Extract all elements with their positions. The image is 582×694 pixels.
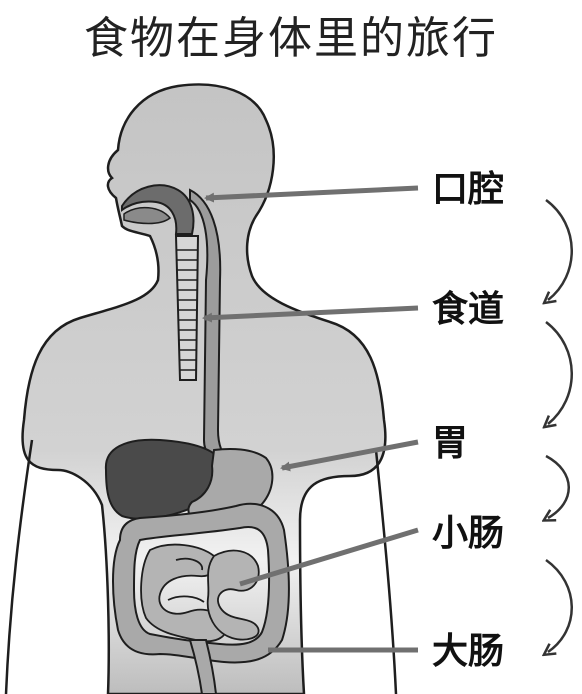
label-mouth: 口腔 [432,169,505,210]
arrow-to-mouth [204,185,419,203]
oral-cavity [121,184,195,235]
arrow-to-small-intestine [239,527,419,587]
label-esophagus: 食道 [432,289,505,330]
right-arm-line [374,449,398,694]
trachea [174,235,200,381]
small-intestine [140,543,260,643]
sequence-arrow-3 [546,454,570,518]
sequence-arrow-2 [546,321,573,424]
arrow-to-esophagus [202,305,419,323]
left-arm-line [4,439,34,694]
body-silhouette [0,470,120,694]
rectum [188,639,218,694]
tongue [123,206,172,225]
label-small-intestine: 小肠 [432,513,505,554]
label-large-intestine: 大肠 [432,631,505,672]
large-intestine [112,502,290,664]
pointer-arrows [202,185,419,653]
sequence-arrow-4 [546,558,573,652]
diagram-title: 食物在身体里的旅行 [84,13,498,64]
sequence-arrow-1 [546,198,573,300]
label-stomach: 胃 [432,423,469,464]
sequence-arrows [546,198,573,652]
arrow-to-stomach [280,439,419,472]
